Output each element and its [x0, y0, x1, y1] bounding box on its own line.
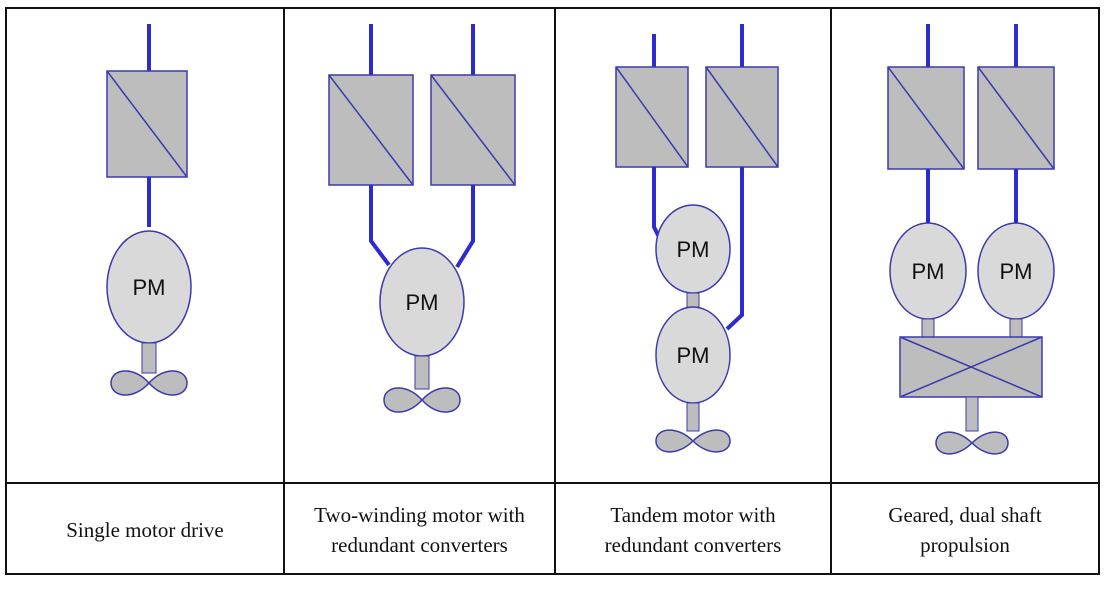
tandem-schematic: PM PM — [615, 24, 779, 453]
geared-schematic: PM PM — [887, 24, 1055, 455]
shaft — [141, 342, 157, 374]
single-motor-schematic: PM — [106, 24, 192, 396]
pm-motor: PM — [379, 247, 465, 357]
panel-geared-dual-shaft: PM PM — [832, 9, 1098, 482]
motor-shaft-right — [1009, 318, 1023, 338]
shaft — [965, 396, 979, 432]
gearbox — [899, 336, 1043, 398]
pm-motor-upper: PM — [655, 204, 731, 294]
converter-a — [887, 66, 965, 170]
motor-feed-line-a — [652, 167, 662, 240]
diagram-table: PM PM — [5, 7, 1100, 575]
caption-line: propulsion — [920, 532, 1010, 557]
caption-line: Geared, dual shaft — [888, 502, 1042, 527]
propeller-icon — [383, 387, 461, 413]
caption-tandem: Tandem motor with redundant converters — [556, 484, 830, 575]
caption-line: Two-winding motor with — [314, 502, 525, 527]
pm-motor: PM — [106, 230, 192, 344]
caption-two-winding: Two-winding motor with redundant convert… — [285, 484, 554, 575]
caption-line: Tandem motor with — [610, 502, 776, 527]
propeller-icon — [655, 429, 731, 453]
caption-line: redundant converters — [604, 532, 782, 557]
caption-line: Single motor drive — [66, 517, 224, 542]
converter-a — [615, 66, 689, 168]
motor-label: PM — [677, 237, 710, 262]
shaft — [686, 402, 700, 432]
panel-tandem-motor: PM PM — [556, 9, 830, 482]
propeller-icon — [935, 431, 1009, 455]
column-divider — [830, 9, 832, 573]
motor-label: PM — [133, 275, 166, 300]
coupling-shaft — [686, 292, 700, 308]
motor-label: PM — [677, 343, 710, 368]
motor-shaft-left — [921, 318, 935, 338]
motor-label: PM — [1000, 259, 1033, 284]
shaft — [414, 355, 430, 390]
converter-b — [977, 66, 1055, 170]
motor-feed-line-b — [725, 167, 744, 331]
pm-motor-left: PM — [889, 222, 967, 320]
converter-b — [430, 74, 516, 186]
motor-label: PM — [406, 290, 439, 315]
motor-label: PM — [912, 259, 945, 284]
pm-motor-right: PM — [977, 222, 1055, 320]
panel-two-winding-motor: PM — [285, 9, 554, 482]
column-divider — [283, 9, 285, 573]
caption-geared: Geared, dual shaft propulsion — [832, 484, 1098, 575]
motor-feed-line-a — [369, 185, 391, 267]
caption-single-motor: Single motor drive — [7, 484, 283, 575]
motor-feed-line-b — [455, 185, 475, 269]
converter-b — [705, 66, 779, 168]
panel-single-motor: PM — [7, 9, 283, 482]
converter — [106, 70, 188, 178]
two-winding-schematic: PM — [328, 24, 516, 413]
caption-line: redundant converters — [331, 532, 508, 557]
column-divider — [554, 9, 556, 573]
pm-motor-lower: PM — [655, 306, 731, 404]
row-divider — [7, 482, 1098, 484]
propeller-icon — [110, 370, 188, 396]
converter-a — [328, 74, 414, 186]
